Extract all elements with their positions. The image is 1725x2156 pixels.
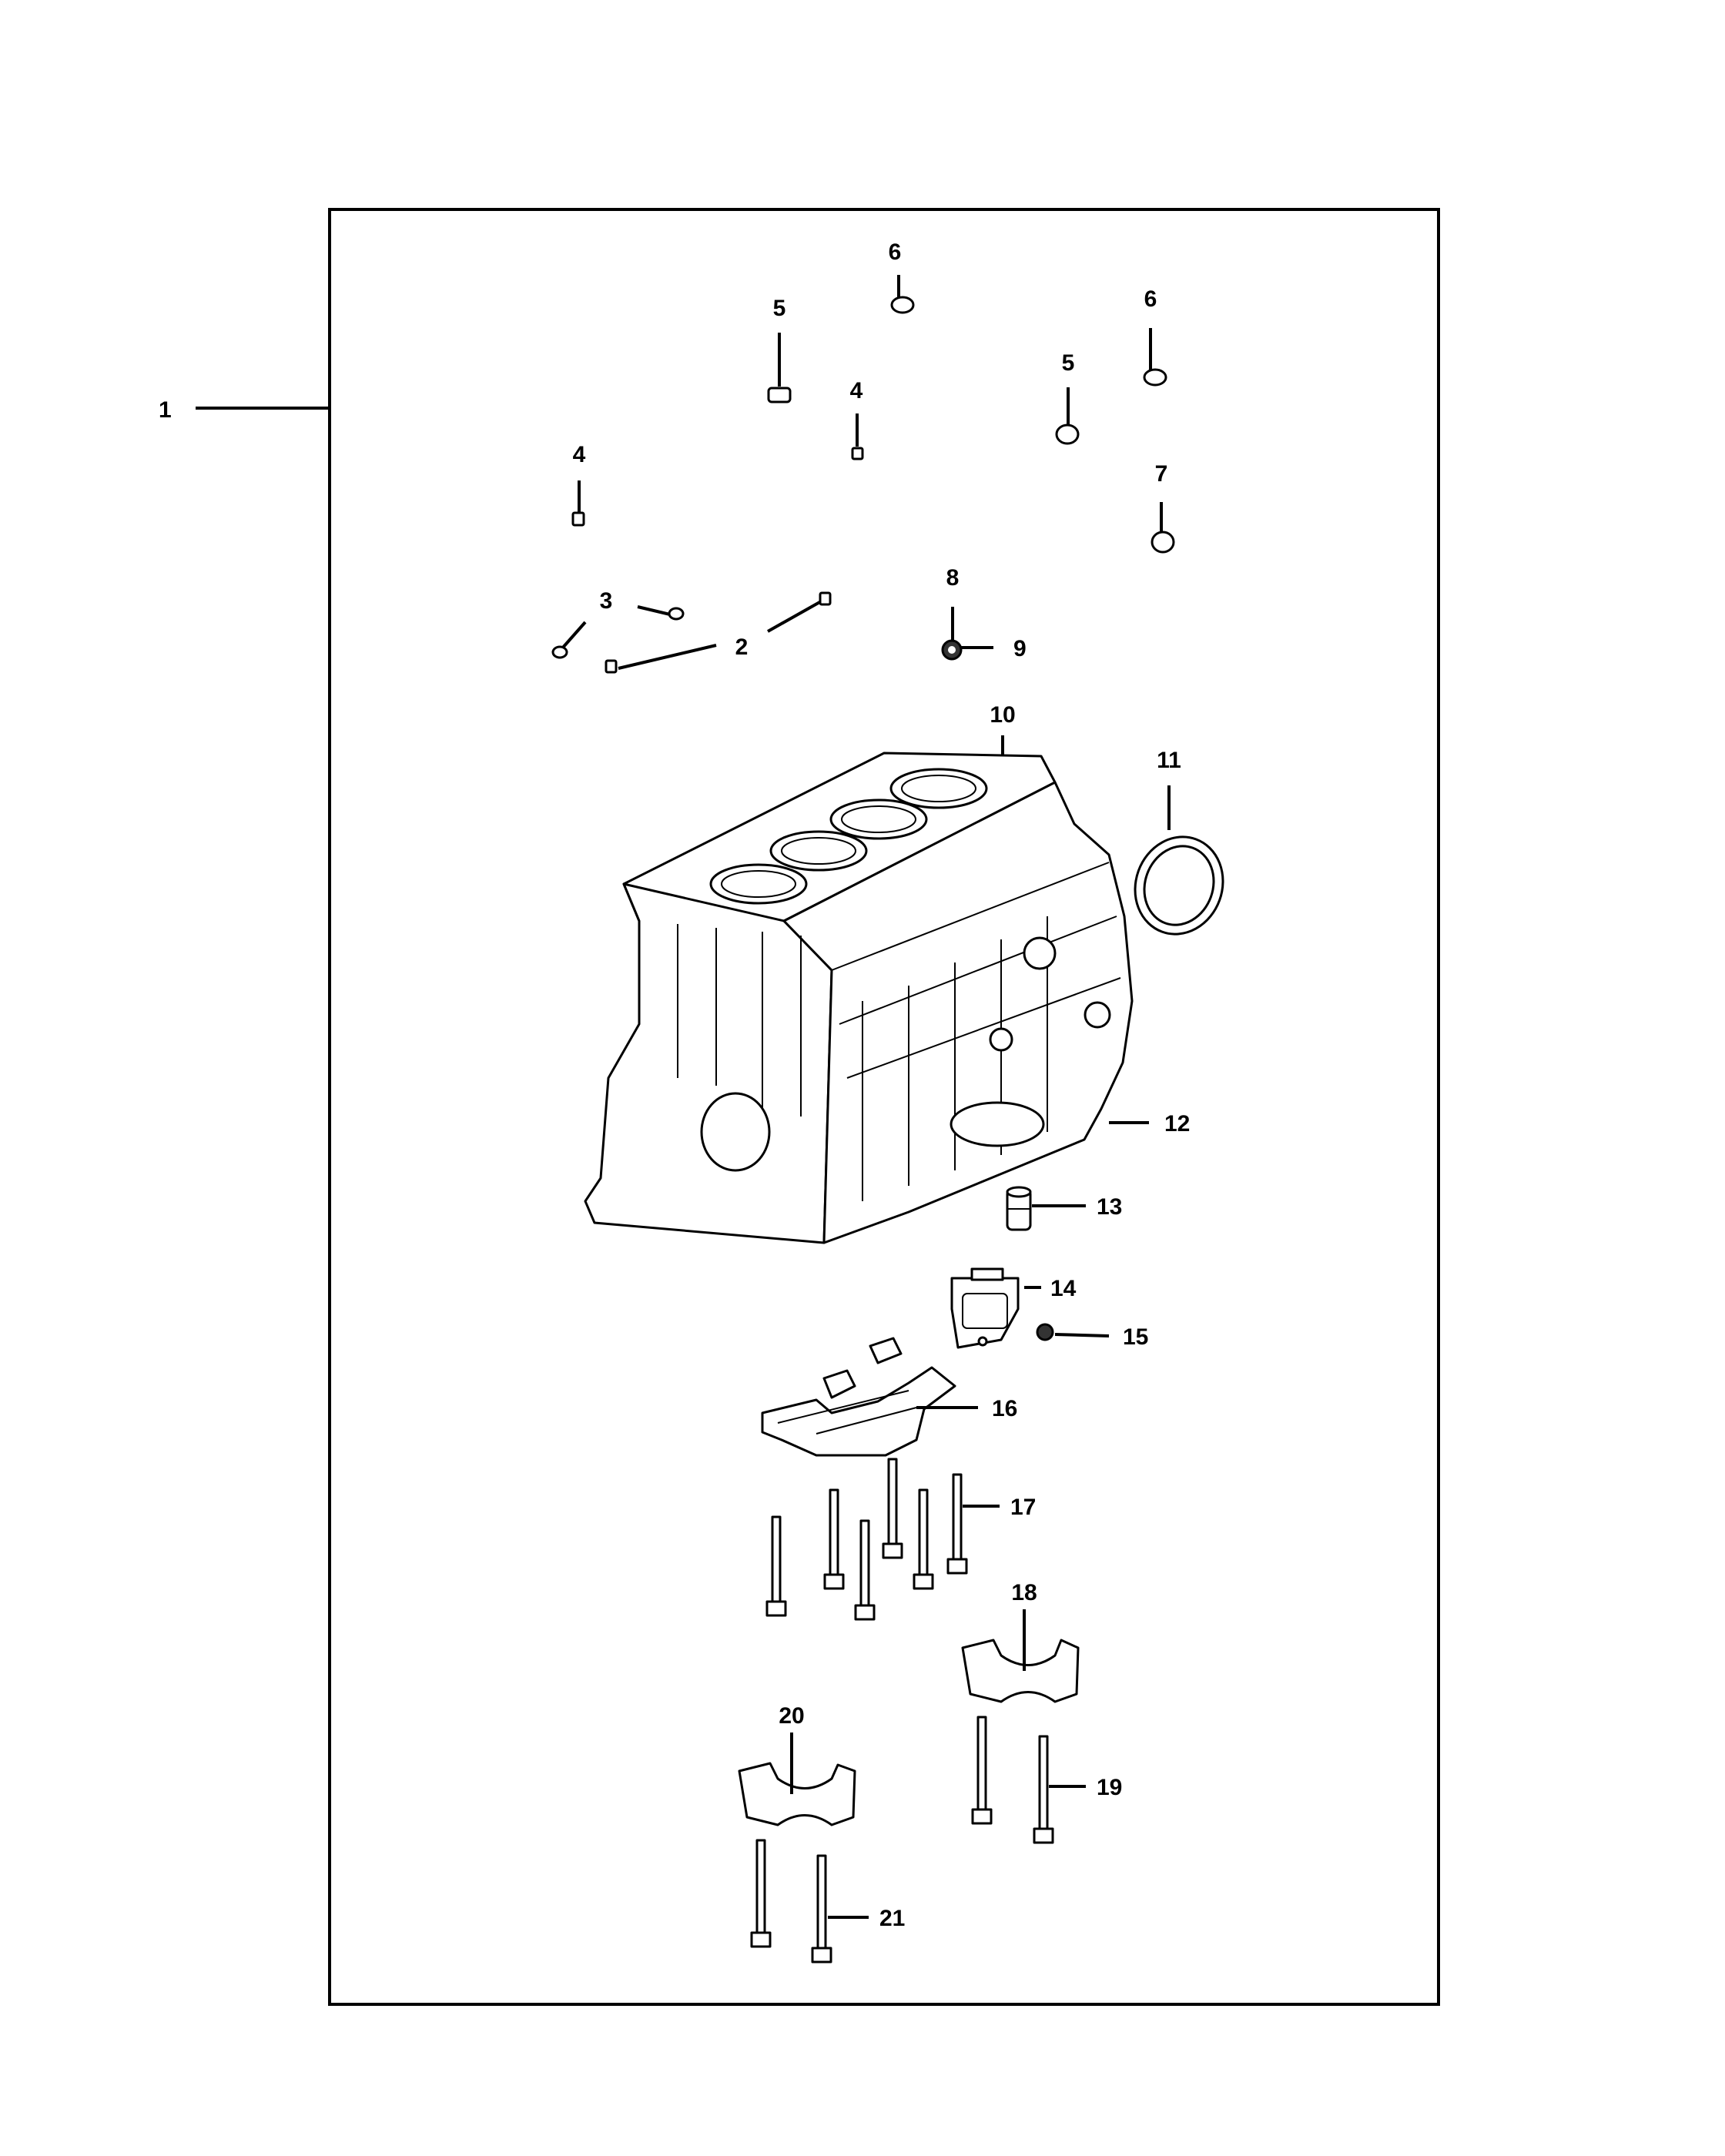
part-19-bolts[interactable]: 19 xyxy=(971,1716,1122,1844)
assembly-frame xyxy=(328,208,1440,2006)
callout-17-label: 17 xyxy=(1010,1495,1036,1520)
part-18-bearing-cap[interactable]: 18 xyxy=(961,1580,1080,1703)
part-3-dowels[interactable]: 3 xyxy=(551,588,685,659)
part-8-9-plug[interactable]: 8 9 xyxy=(941,565,1027,661)
part-7-plug[interactable]: 7 xyxy=(1151,461,1175,554)
part-2-dowels[interactable]: 2 xyxy=(605,591,832,674)
callout-1[interactable]: 1 xyxy=(159,397,330,423)
part-5b-plug[interactable]: 5 xyxy=(1055,350,1080,445)
part-6b-plug[interactable]: 6 xyxy=(1143,286,1167,387)
part-11-rear-seal[interactable]: 11 xyxy=(1121,748,1236,946)
callout-4b-label: 4 xyxy=(573,442,586,467)
part-16-bearing-support[interactable]: 16 xyxy=(761,1337,1017,1457)
callout-14-label: 14 xyxy=(1050,1276,1077,1301)
bolt-17-5 xyxy=(913,1488,934,1590)
part-20-bearing-cap[interactable]: 20 xyxy=(738,1703,856,1826)
callout-3-label: 3 xyxy=(600,588,613,614)
part-4a-pin[interactable]: 4 xyxy=(850,378,864,460)
callout-1-label: 1 xyxy=(159,397,172,423)
callout-8-label: 8 xyxy=(946,565,960,591)
callout-20-label: 20 xyxy=(779,1703,804,1729)
bolt-17-6 xyxy=(946,1473,968,1575)
bolt-17-4 xyxy=(882,1458,903,1559)
callout-6b-label: 6 xyxy=(1144,286,1157,312)
callout-13-label: 13 xyxy=(1097,1194,1122,1220)
part-14-baffle[interactable]: 14 xyxy=(950,1267,1077,1349)
bolt-17-3 xyxy=(854,1519,876,1621)
callout-21-label: 21 xyxy=(879,1906,905,1931)
part-21-bolts[interactable]: 21 xyxy=(750,1839,905,1964)
callout-5a-label: 5 xyxy=(773,296,786,321)
callout-10-label: 10 xyxy=(990,702,1015,728)
callout-15-label: 15 xyxy=(1123,1324,1148,1350)
callout-19-label: 19 xyxy=(1097,1775,1122,1800)
part-15-bolt[interactable]: 15 xyxy=(1036,1323,1148,1350)
callout-7-label: 7 xyxy=(1155,461,1168,487)
callout-11-label: 11 xyxy=(1157,748,1181,773)
part-4b-pin[interactable]: 4 xyxy=(571,442,586,527)
part-10-cylinder-block[interactable]: 10 xyxy=(584,702,1134,1244)
callout-9-label: 9 xyxy=(1013,636,1027,661)
part-5a-plug[interactable]: 5 xyxy=(767,296,792,403)
callout-16-label: 16 xyxy=(992,1396,1017,1421)
callout-12-label: 12 xyxy=(1164,1111,1190,1137)
callout-4a-label: 4 xyxy=(850,378,863,403)
callout-18-label: 18 xyxy=(1011,1580,1037,1605)
callout-12[interactable]: 12 xyxy=(1109,1111,1190,1137)
callout-5b-label: 5 xyxy=(1062,350,1075,376)
part-13-bushing[interactable]: 13 xyxy=(1006,1186,1122,1231)
part-6a-plug[interactable]: 6 xyxy=(889,239,915,314)
bolt-17-1 xyxy=(765,1515,787,1617)
part-17-bolts[interactable]: 17 xyxy=(765,1458,1036,1621)
bolt-17-2 xyxy=(823,1488,845,1590)
callout-2-label: 2 xyxy=(735,634,749,660)
callout-6a-label: 6 xyxy=(889,239,902,265)
